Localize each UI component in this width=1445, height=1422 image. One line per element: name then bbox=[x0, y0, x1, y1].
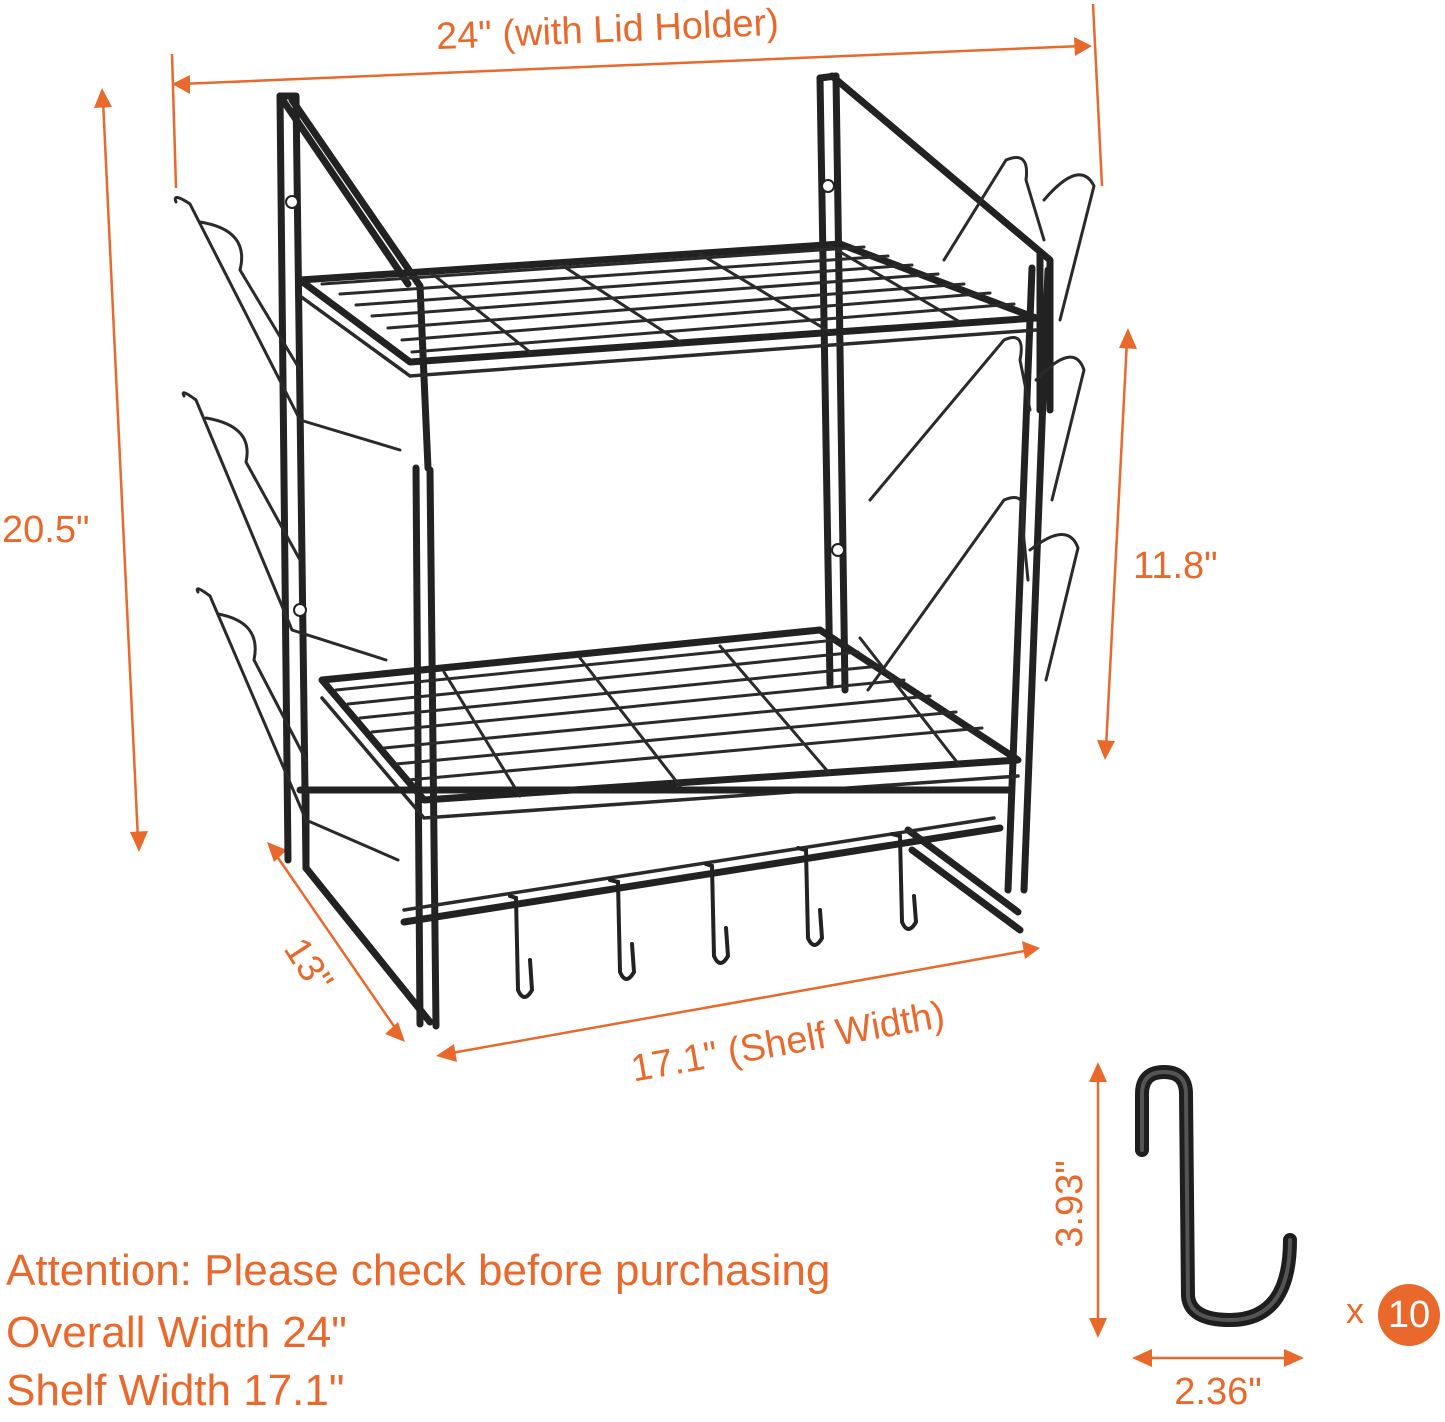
depth-dimension: 13" bbox=[267, 842, 405, 1042]
shelf-width-label: 17.1" (Shelf Width) bbox=[628, 994, 948, 1091]
shelf-spacing-label: 11.8" bbox=[1133, 545, 1218, 587]
height-label: 20.5" bbox=[2, 509, 89, 551]
overall-width-label: 24" (with Lid Holder) bbox=[435, 2, 779, 58]
attention-line-3: Shelf Width 17.1" bbox=[6, 1366, 345, 1415]
attention-line-1: Attention: Please check before purchasin… bbox=[6, 1246, 831, 1295]
hook-width-label: 2.36" bbox=[1174, 1371, 1261, 1413]
s-hook-illustration bbox=[1135, 1064, 1297, 1328]
hook-quantity-prefix: x bbox=[1346, 1290, 1364, 1331]
hook-width-dimension: 2.36" bbox=[1132, 1349, 1304, 1413]
hook-height-dimension: 3.93" bbox=[1049, 1062, 1107, 1338]
hook-height-label: 3.93" bbox=[1049, 1160, 1091, 1247]
shelf-width-dimension: 17.1" (Shelf Width) bbox=[436, 941, 1040, 1090]
rack-illustration bbox=[173, 72, 1096, 1030]
attention-line-2: Overall Width 24" bbox=[6, 1308, 347, 1357]
height-dimension: 20.5" bbox=[2, 88, 148, 852]
overall-width-dimension: 24" (with Lid Holder) bbox=[170, 2, 1104, 189]
depth-label: 13" bbox=[275, 931, 341, 1001]
shelf-spacing-dimension: 11.8" bbox=[1097, 328, 1218, 760]
hook-quantity-badge: 10 bbox=[1378, 1284, 1440, 1346]
